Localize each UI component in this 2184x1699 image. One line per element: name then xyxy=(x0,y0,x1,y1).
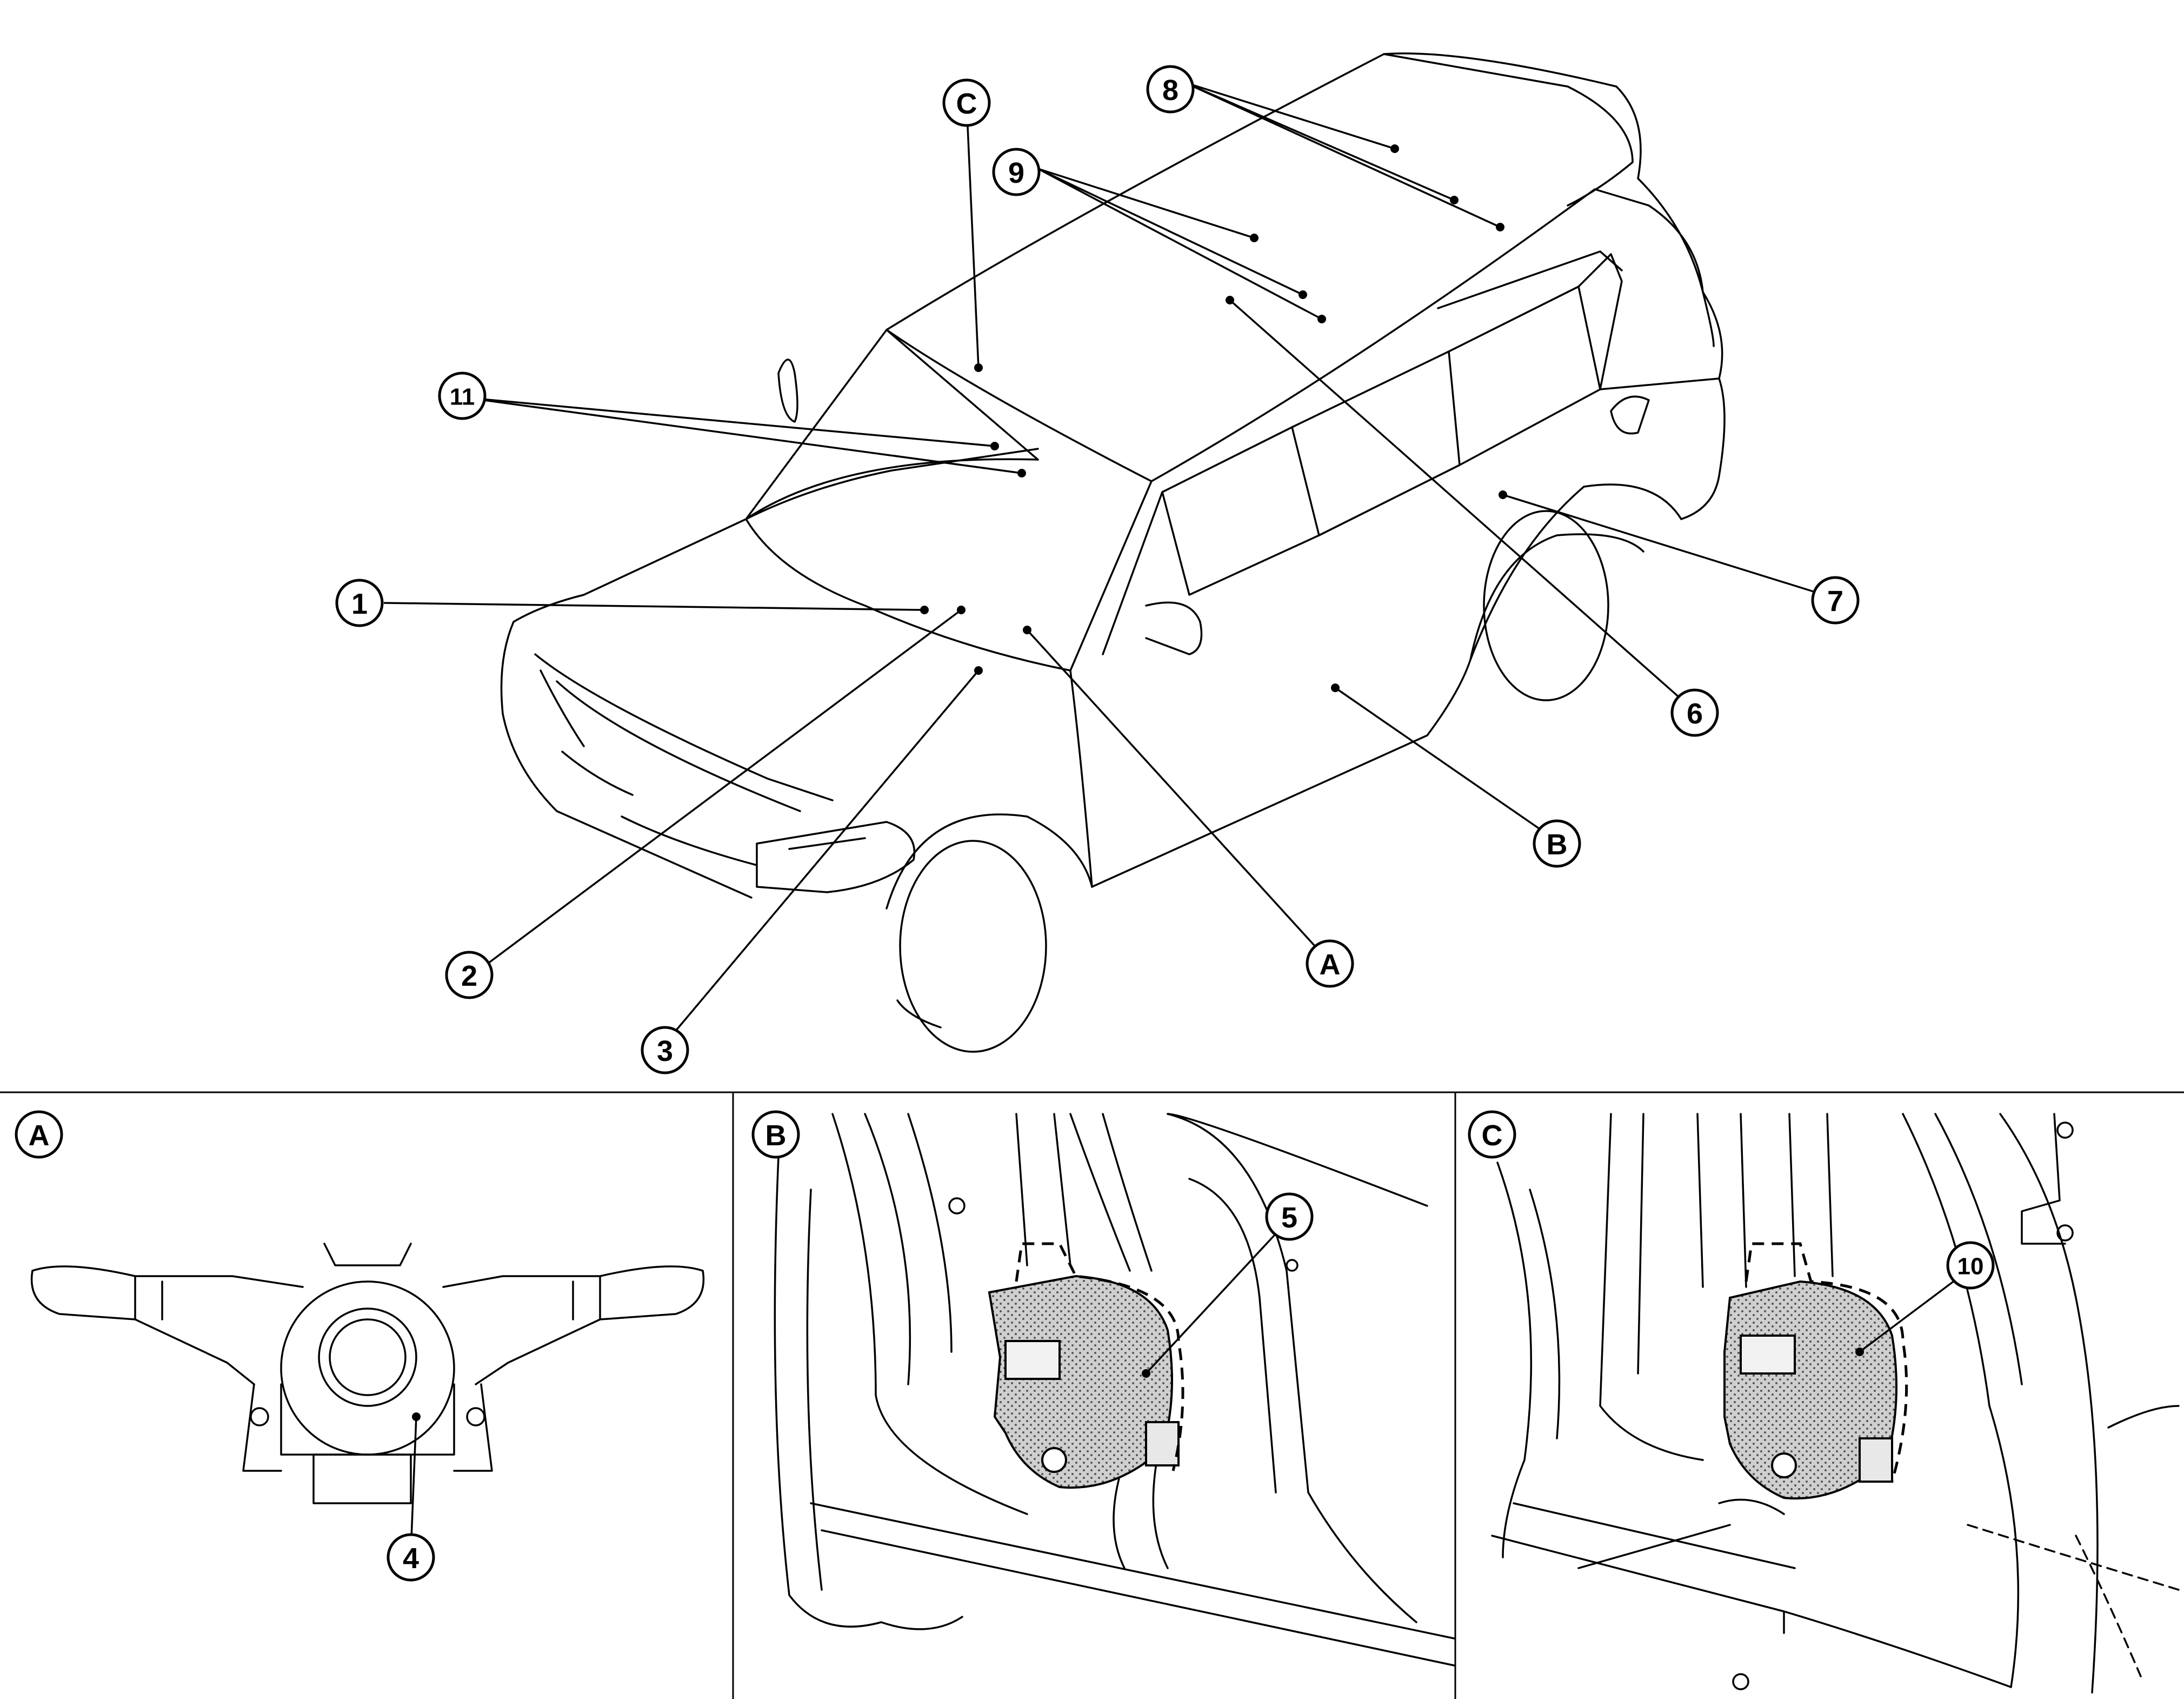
pillar-c-illustration xyxy=(1491,1113,2180,1694)
callout-10: 10 xyxy=(1946,1241,1995,1290)
callout-11: 11 xyxy=(438,371,487,420)
pillar-b-illustration xyxy=(774,1113,1455,1667)
callout-C-label: C xyxy=(956,88,977,120)
sensor-10-part xyxy=(1723,1280,1897,1500)
callout-2-label: 2 xyxy=(461,960,477,992)
callout-2: 2 xyxy=(445,951,494,999)
inset-b: B xyxy=(751,1110,1455,1667)
callout-6-label: 6 xyxy=(1687,698,1703,730)
inset-b-tag-label: B xyxy=(765,1119,787,1152)
callout-4-label: 4 xyxy=(403,1542,419,1575)
callout-B-label: B xyxy=(1547,828,1568,861)
inset-frames xyxy=(0,1091,2184,1699)
sensor-5-part xyxy=(988,1275,1180,1489)
callout-B: B xyxy=(1533,819,1581,868)
callout-10-label: 10 xyxy=(1957,1253,1984,1280)
callout-1: 1 xyxy=(335,579,384,627)
combination-switch-illustration xyxy=(30,1243,705,1504)
callout-5: 5 xyxy=(1265,1192,1314,1241)
inset-a: A 4 xyxy=(15,1110,705,1582)
leader-lines xyxy=(383,81,1833,1045)
inset-c: C xyxy=(1468,1110,2180,1694)
callout-7-label: 7 xyxy=(1827,585,1843,618)
inset-b-tag: B xyxy=(751,1110,800,1159)
inset-a-tag-label: A xyxy=(29,1119,50,1152)
leader-dots xyxy=(920,144,1507,692)
callout-11-label: 11 xyxy=(450,384,475,410)
callout-C: C xyxy=(942,78,991,127)
inset-c-tag: C xyxy=(1468,1110,1516,1159)
callout-1-label: 1 xyxy=(351,588,368,620)
callout-8-label: 8 xyxy=(1162,74,1178,107)
vehicle-illustration xyxy=(500,52,1726,1053)
callout-A-label: A xyxy=(1320,948,1341,981)
callout-7: 7 xyxy=(1811,576,1860,625)
inset-c-tag-label: C xyxy=(1482,1119,1503,1152)
callout-9: 9 xyxy=(992,148,1041,196)
callout-6: 6 xyxy=(1670,688,1719,737)
callout-3: 3 xyxy=(641,1026,689,1074)
callout-3-label: 3 xyxy=(657,1035,673,1067)
callout-4: 4 xyxy=(387,1533,435,1582)
inset-a-tag: A xyxy=(15,1110,63,1159)
callout-9-label: 9 xyxy=(1008,157,1024,189)
callout-5-label: 5 xyxy=(1281,1202,1297,1234)
callout-A: A xyxy=(1306,939,1354,988)
callout-8: 8 xyxy=(1146,65,1195,114)
